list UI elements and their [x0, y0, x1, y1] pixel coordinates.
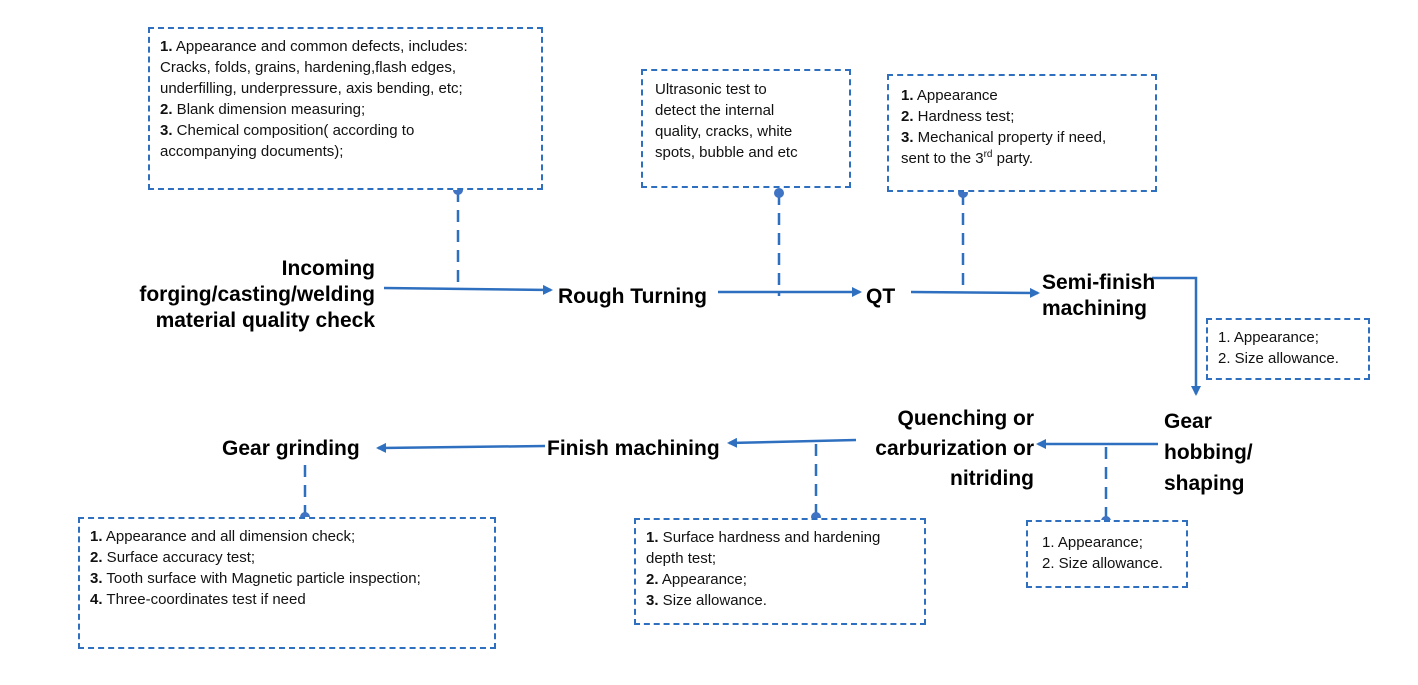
- note-row: 2. Surface accuracy test;: [90, 547, 484, 568]
- note-row: accompanying documents);: [160, 141, 531, 162]
- note-text: Appearance: [913, 87, 998, 104]
- note-row: Cracks, folds, grains, hardening,flash e…: [160, 57, 531, 78]
- note-text: Surface hardness and hardening: [658, 529, 881, 546]
- note-text: 1. Appearance;: [1042, 534, 1143, 551]
- note-row: 2. Appearance;: [646, 569, 914, 590]
- note-number: 1.: [901, 87, 914, 104]
- note-text: accompanying documents);: [160, 143, 344, 160]
- note-superscript: rd: [983, 149, 993, 160]
- note-text: Mechanical property if need,: [913, 129, 1107, 146]
- stage-rough-turning: Rough Turning: [558, 285, 707, 308]
- stage-quench-line: carburization or: [875, 437, 1034, 460]
- note-number: 2.: [901, 108, 914, 125]
- arrow-semi-to-hobbing: [1152, 276, 1201, 396]
- note-number: 3.: [90, 570, 103, 587]
- note-number: 2.: [646, 571, 659, 588]
- note-row: 4. Three-coordinates test if need: [90, 589, 484, 610]
- stage-semi-line: Semi-finish: [1042, 271, 1156, 294]
- stage-finish-machining: Finish machining: [547, 437, 720, 460]
- note-text: Appearance;: [658, 571, 747, 588]
- stage-semi-line: machining: [1042, 297, 1148, 320]
- note-number: 1.: [646, 529, 659, 546]
- note-text: Size allowance.: [658, 592, 767, 609]
- note-text: Tooth surface with Magnetic particle ins…: [102, 570, 421, 587]
- note-text: spots, bubble and etc: [655, 144, 798, 161]
- note-number: 1.: [90, 528, 103, 545]
- arrow-incoming-to-rough: [383, 284, 553, 295]
- note-text: Blank dimension measuring;: [172, 101, 366, 118]
- arrow-finish-to-grinding: [376, 442, 546, 453]
- note-text: party.: [992, 150, 1034, 167]
- note-number: 2.: [160, 101, 173, 118]
- stage-incoming-line: material quality check: [155, 309, 375, 332]
- note-text: Ultrasonic test to: [655, 81, 767, 98]
- note-text: Chemical composition( according to: [172, 122, 415, 139]
- note-text: Three-coordinates test if need: [102, 591, 306, 608]
- stage-hobbing-line: shaping: [1164, 472, 1245, 495]
- note-row: 1. Surface hardness and hardening: [646, 527, 914, 548]
- stage-quenching: Quenching or carburization or nitriding: [875, 404, 1034, 494]
- note-number: 4.: [90, 591, 103, 608]
- note-number: 2.: [90, 549, 103, 566]
- stage-qt: QT: [866, 285, 896, 308]
- note-row: depth test;: [646, 548, 914, 569]
- stage-hobbing-line: Gear: [1164, 410, 1212, 433]
- dot-rough: [774, 188, 784, 198]
- note-row: 3. Chemical composition( according to: [160, 120, 531, 141]
- note-text: Appearance and all dimension check;: [102, 528, 356, 545]
- note-incoming: 1. Appearance and common defects, includ…: [148, 27, 543, 190]
- note-text: quality, cracks, white: [655, 123, 793, 140]
- note-rough-turning: Ultrasonic test to detect the internal q…: [641, 69, 851, 188]
- note-text: underfilling, underpressure, axis bendin…: [160, 80, 463, 97]
- stage-quench-line: Quenching or: [897, 407, 1035, 430]
- note-number: 1.: [160, 38, 173, 55]
- note-semi-finish: 1. Appearance; 2. Size allowance.: [1206, 318, 1370, 380]
- note-row: 1. Appearance and all dimension check;: [90, 526, 484, 547]
- stage-quench-line: nitriding: [950, 467, 1034, 490]
- note-number: 3.: [901, 129, 914, 146]
- stage-hobbing-line: hobbing/: [1164, 441, 1253, 464]
- note-number: 3.: [646, 592, 659, 609]
- note-row: underfilling, underpressure, axis bendin…: [160, 78, 531, 99]
- note-text: Cracks, folds, grains, hardening,flash e…: [160, 59, 456, 76]
- arrow-qt-to-semi: [910, 287, 1040, 298]
- note-text: Surface accuracy test;: [102, 549, 256, 566]
- note-text: Appearance and common defects, includes:: [172, 38, 468, 55]
- note-text: Hardness test;: [913, 108, 1015, 125]
- note-row: 1. Appearance: [901, 85, 1143, 106]
- note-text: sent to the 3: [901, 150, 984, 167]
- note-row: 3. Tooth surface with Magnetic particle …: [90, 568, 484, 589]
- note-gear-hobbing: 1. Appearance; 2. Size allowance.: [1026, 520, 1188, 588]
- note-number: 3.: [160, 122, 173, 139]
- note-row: 1. Appearance and common defects, includ…: [160, 36, 531, 57]
- note-gear-grinding: 1. Appearance and all dimension check; 2…: [78, 517, 496, 649]
- note-text: detect the internal: [655, 102, 775, 119]
- note-row: sent to the 3rd party.: [901, 148, 1143, 169]
- note-row: 2. Blank dimension measuring;: [160, 99, 531, 120]
- note-text: depth test;: [646, 550, 717, 567]
- note-text: 2. Size allowance.: [1042, 555, 1163, 572]
- stage-incoming-line: forging/casting/welding: [139, 283, 375, 306]
- note-row: 3. Size allowance.: [646, 590, 914, 611]
- stage-incoming-line: Incoming: [281, 257, 375, 280]
- stage-gear-grinding: Gear grinding: [222, 437, 360, 460]
- note-qt: 1. Appearance 2. Hardness test; 3. Mecha…: [887, 74, 1157, 192]
- arrow-quench-to-finish: [727, 437, 857, 448]
- stage-semi-finish: Semi-finish machining: [1042, 270, 1155, 322]
- note-row: 2. Hardness test;: [901, 106, 1143, 127]
- note-text: 1. Appearance;: [1218, 329, 1319, 346]
- note-text: 2. Size allowance.: [1218, 350, 1339, 367]
- note-finish-machining: 1. Surface hardness and hardening depth …: [634, 518, 926, 625]
- note-row: 3. Mechanical property if need,: [901, 127, 1143, 148]
- stage-gear-hobbing: Gear hobbing/ shaping: [1164, 406, 1253, 499]
- stage-incoming: Incoming forging/casting/welding materia…: [139, 256, 375, 334]
